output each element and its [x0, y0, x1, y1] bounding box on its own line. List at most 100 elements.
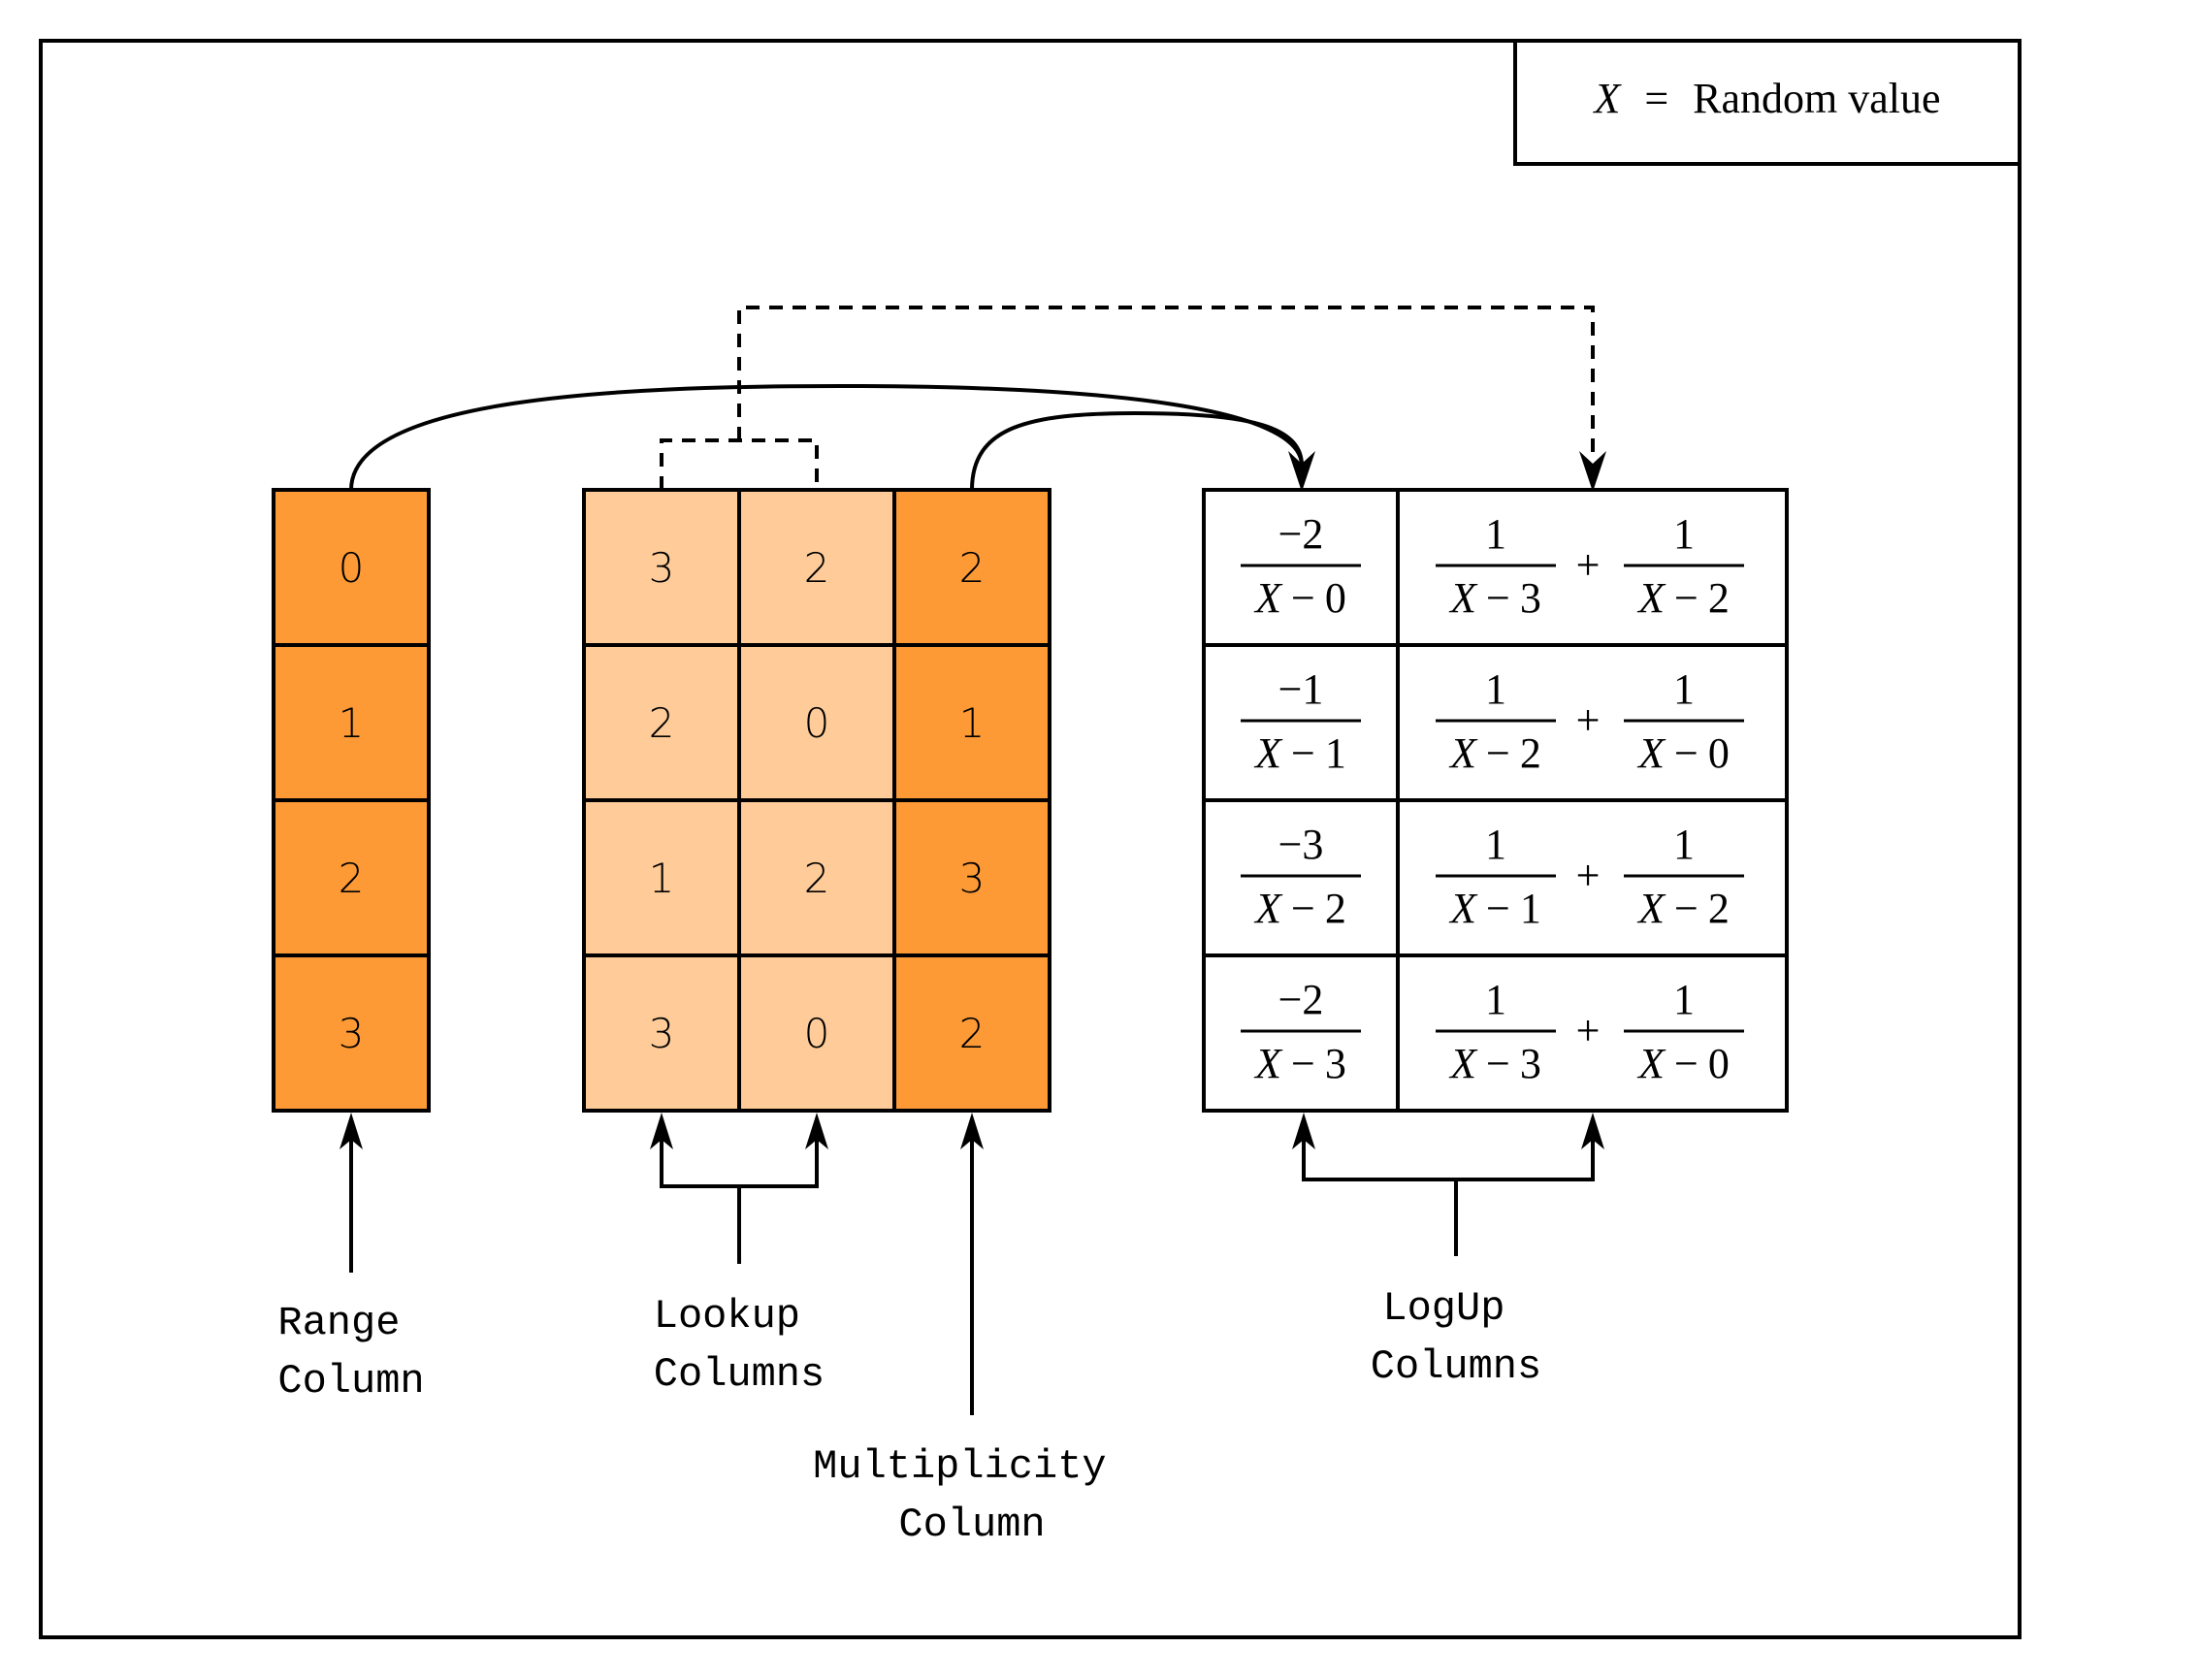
- plus-sign: +: [1576, 696, 1601, 744]
- bottom-arrowheads: [340, 1113, 1604, 1149]
- multiplicity-cell: 3: [892, 798, 1051, 957]
- denominator-value: 2: [1708, 574, 1730, 622]
- logup-multiplicity-fraction: −1X−1: [1241, 665, 1361, 777]
- numerator: −2: [1278, 976, 1324, 1023]
- arrow-up-icon: [960, 1113, 984, 1149]
- range-label-line-1: Range: [277, 1300, 400, 1346]
- logup-label-line-2: Columns: [1371, 1343, 1541, 1390]
- denominator-variable: X: [1253, 1040, 1283, 1087]
- denominator-operator: −: [1291, 885, 1315, 932]
- lookup-columns-label: Lookup Columns: [654, 1293, 825, 1398]
- arrow-up-icon: [650, 1113, 673, 1149]
- curve-arrowhead-icon: [1288, 451, 1315, 492]
- outer-frame: [39, 39, 2022, 1639]
- lookup-label-line-2: Columns: [654, 1351, 825, 1398]
- lookup-cell: 2: [582, 643, 741, 802]
- denominator: X−3: [1448, 1040, 1541, 1087]
- lookup-cell: 3: [582, 488, 741, 647]
- numerator: 1: [1485, 821, 1506, 868]
- multiplicity-cell-value: 2: [959, 544, 986, 592]
- multiplicity-cell-value: 3: [959, 855, 986, 902]
- lookup-bracket: [660, 1125, 819, 1188]
- multiplicity-to-logup-curve: [970, 410, 1304, 491]
- arrow-up-icon: [340, 1113, 363, 1149]
- numerator: 1: [1673, 976, 1695, 1023]
- denominator-operator: −: [1674, 1040, 1699, 1087]
- logup-sum-fraction-2: 1X−2: [1624, 821, 1744, 932]
- range-cell: 2: [272, 798, 431, 957]
- lookup-cell-value: 0: [804, 699, 830, 747]
- multiplicity-cell: 2: [892, 953, 1051, 1113]
- denominator-variable: X: [1636, 1040, 1666, 1087]
- denominator: X−0: [1253, 574, 1346, 622]
- lookup-cell-value: 1: [649, 855, 675, 902]
- multiplicity-label-line-2: Column: [898, 1502, 1045, 1548]
- denominator-value: 3: [1520, 1040, 1541, 1087]
- denominator-variable: X: [1253, 574, 1283, 622]
- denominator: X−3: [1448, 574, 1541, 622]
- denominator-value: 3: [1520, 574, 1541, 622]
- lookup-cell-value: 2: [804, 544, 830, 592]
- denominator-variable: X: [1636, 885, 1666, 932]
- denominator-operator: −: [1291, 574, 1315, 622]
- logup-sum-fraction-1: 1X−3: [1436, 976, 1556, 1087]
- range-cell-value: 3: [339, 1010, 365, 1057]
- denominator-operator: −: [1486, 574, 1510, 622]
- numerator: −3: [1278, 821, 1324, 868]
- denominator-variable: X: [1448, 885, 1478, 932]
- numerator: 1: [1673, 665, 1695, 713]
- range-column-label: Range Column: [277, 1300, 424, 1405]
- denominator-variable: X: [1448, 1040, 1478, 1087]
- plus-sign: +: [1576, 1007, 1601, 1054]
- denominator: X−0: [1636, 729, 1730, 777]
- denominator-operator: −: [1674, 574, 1699, 622]
- denominator-variable: X: [1636, 574, 1666, 622]
- denominator-operator: −: [1486, 1040, 1510, 1087]
- logup-columns-label: LogUp Columns: [1371, 1285, 1541, 1390]
- numerator: 1: [1673, 510, 1695, 558]
- logup-sum-cell: [1396, 953, 1789, 1113]
- lookup-cell: 1: [582, 798, 741, 957]
- logup-sum-fraction-1: 1X−1: [1436, 821, 1556, 932]
- range-cell-value: 0: [339, 544, 365, 592]
- denominator-operator: −: [1674, 885, 1699, 932]
- multiplicity-label-line-1: Multiplicity: [813, 1443, 1106, 1490]
- logup-label-line-1: LogUp: [1382, 1285, 1504, 1332]
- multiplicity-column-label: Multiplicity Column: [813, 1443, 1131, 1548]
- arrow-up-icon: [1292, 1113, 1315, 1149]
- legend-description: Random value: [1693, 75, 1940, 122]
- denominator: X−3: [1253, 1040, 1346, 1087]
- numerator: 1: [1485, 976, 1506, 1023]
- logup-multiplicity-cell: [1202, 953, 1400, 1113]
- lookup-cell-value: 3: [649, 1010, 675, 1057]
- logup-multiplicity-cell: [1202, 798, 1400, 957]
- lookup-label-line-1: Lookup: [654, 1293, 800, 1340]
- denominator-operator: −: [1291, 729, 1315, 777]
- numerator: −1: [1278, 665, 1324, 713]
- denominator-value: 2: [1520, 729, 1541, 777]
- svg-text:X = Random value: X = Random value: [1592, 75, 1940, 122]
- denominator-value: 3: [1325, 1040, 1346, 1087]
- logup-sum-fraction-2: 1X−0: [1624, 976, 1744, 1087]
- range-cell-value: 2: [339, 855, 365, 902]
- multiplicity-cell-value: 2: [959, 1010, 986, 1057]
- numerator: 1: [1485, 665, 1506, 713]
- range-cell: 0: [272, 488, 431, 647]
- lookup-cell-value: 2: [804, 855, 830, 902]
- lookup-cell: 2: [737, 798, 896, 957]
- logup-sum-fraction-2: 1X−2: [1624, 510, 1744, 622]
- legend-box: X = Random value: [1513, 39, 2022, 166]
- logup-multiplicity-cell: [1202, 488, 1400, 647]
- denominator-value: 0: [1708, 1040, 1730, 1087]
- lookup-cell: 0: [737, 643, 896, 802]
- denominator-value: 2: [1708, 885, 1730, 932]
- logup-sum-cell: [1396, 488, 1789, 647]
- logup-multiplicity-fraction: −2X−0: [1241, 510, 1361, 622]
- denominator-variable: X: [1253, 729, 1283, 777]
- lookup-cell-value: 2: [649, 699, 675, 747]
- lookup-cell-value: 0: [804, 1010, 830, 1057]
- denominator-operator: −: [1674, 729, 1699, 777]
- lookup-cell: 2: [737, 488, 896, 647]
